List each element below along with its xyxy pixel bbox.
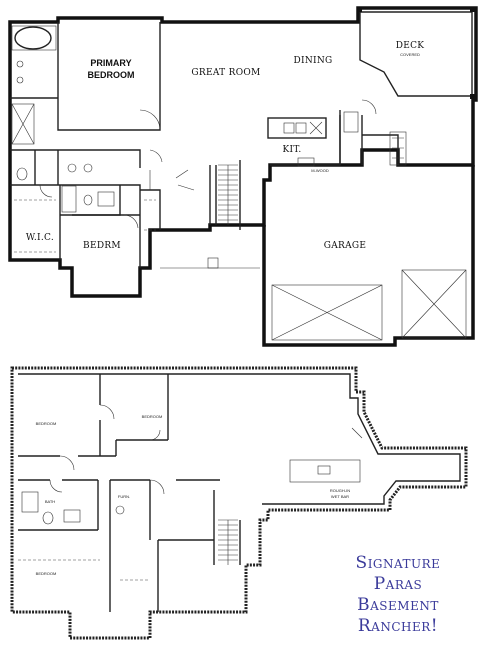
water-heater-icon — [115, 505, 125, 515]
room-label-garage: GARAGE — [324, 241, 367, 251]
sink-icon — [16, 60, 24, 68]
room-label-primary-line1: PRIMARY — [90, 58, 131, 68]
basement-label-furn: FURN. — [118, 494, 130, 499]
caption: Signature Paras Basement Rancher! — [356, 553, 441, 636]
caption-line-3: Basement — [357, 595, 439, 615]
bath-walls — [10, 97, 120, 186]
sink-icon — [16, 76, 24, 84]
room-label-kitchen: KIT. — [282, 145, 301, 155]
basement-furn-walls — [109, 479, 220, 612]
stair-walls — [209, 160, 241, 230]
basement-plan: BEDROOM BEDROOM BEDROOM BATH FURN. ROUGH… — [10, 366, 468, 640]
main-floor-plan: PRIMARY BEDROOM GREAT ROOM DINING DECK C… — [8, 6, 478, 347]
basement-label-bath: BATH — [45, 499, 55, 504]
basement-shower-icon — [21, 491, 39, 513]
room-label-great-room: GREAT ROOM — [191, 68, 260, 78]
range-icon — [297, 157, 315, 167]
dishwasher-mark — [309, 121, 323, 135]
basement-label-bedroom-c: BEDROOM — [36, 571, 57, 576]
hall-walls — [58, 149, 161, 230]
door-swings — [39, 99, 377, 229]
dryer-icon — [83, 163, 93, 173]
garage-wall — [262, 165, 475, 347]
kitchen-island — [267, 117, 327, 139]
deck-post — [470, 7, 475, 12]
basement-inner-wall — [18, 373, 461, 505]
garage-door-left — [271, 284, 383, 341]
washer-icon — [67, 163, 77, 173]
mechanical-box — [207, 257, 219, 269]
room-label-dining: DINING — [293, 56, 332, 66]
mudroom-walls — [339, 115, 399, 165]
sink-basin — [295, 122, 307, 134]
caption-line-1: Signature — [356, 553, 441, 573]
basement-toilet-icon — [42, 511, 54, 525]
room-label-primary-line2: BEDROOM — [88, 70, 135, 80]
bedroom-walls — [72, 214, 141, 268]
basement-bedroom-walls — [18, 374, 169, 457]
basement-label-bedroom-a: BEDROOM — [36, 421, 57, 426]
room-label-deck: DECK — [396, 41, 425, 51]
room-label-bedroom: BEDRM — [83, 241, 121, 251]
room-label-wic: W.I.C. — [26, 233, 54, 243]
basement-label-bedroom-b: BEDROOM — [142, 414, 163, 419]
pantry-shelves — [389, 131, 407, 166]
basement-label-roughin-line1: ROUGH-IN — [330, 488, 350, 493]
tub-deck — [11, 25, 57, 51]
basement-door-swings — [49, 404, 363, 495]
basement-stair-walls — [157, 490, 241, 612]
basement-stairs — [218, 519, 238, 565]
basement-label-roughin-line2: WET BAR — [331, 494, 349, 499]
caption-line-2: Paras — [374, 574, 423, 594]
garage-door-right — [401, 269, 467, 339]
wet-bar-counter — [289, 459, 361, 483]
kitchen-counter — [270, 110, 341, 166]
deck-post — [357, 7, 362, 12]
basement-bath-walls — [18, 479, 99, 531]
caption-line-4: Rancher! — [358, 616, 438, 636]
closet-shelves — [14, 199, 156, 253]
room-label-deck-note: COVERED — [400, 52, 420, 57]
hall-tub-icon — [61, 185, 77, 213]
toilet-icon — [83, 194, 93, 206]
primary-bedroom-wall — [57, 22, 161, 131]
basement-vanity-icon — [63, 509, 81, 523]
fridge-icon — [343, 111, 359, 133]
sink-basin — [283, 122, 295, 134]
deck-post — [470, 94, 475, 99]
room-label-mwood: M-WOOD — [311, 168, 329, 173]
shower-x — [11, 103, 35, 145]
main-stairs — [218, 164, 238, 225]
basement-closet-lines — [18, 559, 150, 581]
toilet-icon — [16, 167, 28, 181]
tub-icon — [14, 26, 52, 50]
vanity-icon — [97, 191, 115, 207]
wet-bar-sink — [317, 465, 331, 475]
shower-icon — [11, 103, 35, 145]
